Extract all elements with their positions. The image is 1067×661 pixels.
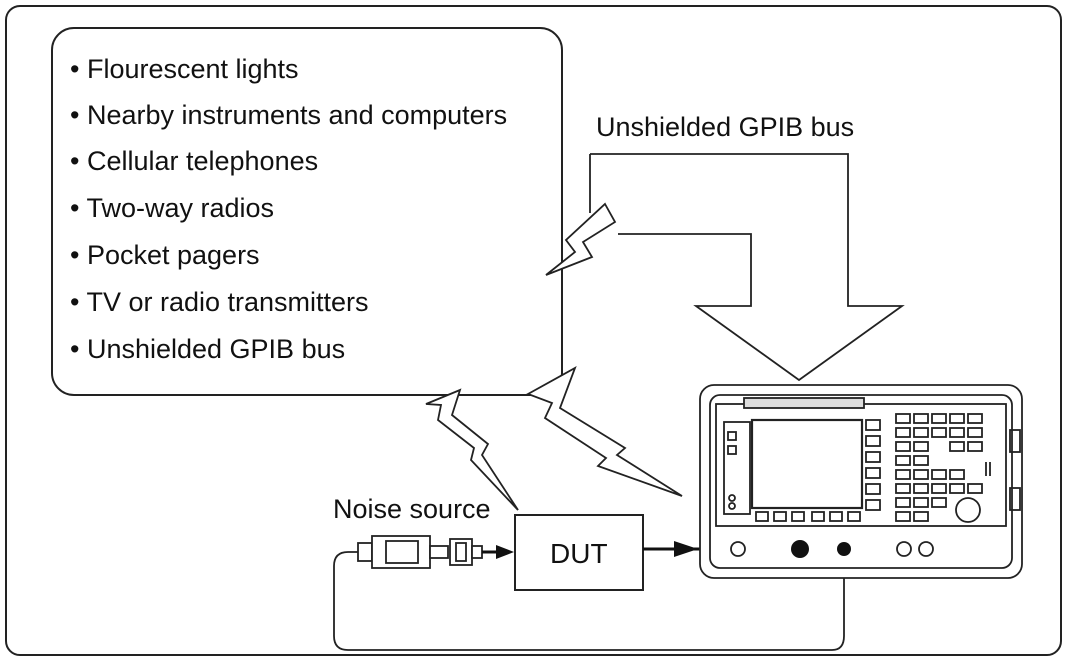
source-item: • Nearby instruments and computers [70,100,507,130]
rf-input-port [791,540,809,558]
lightning-analyzer-icon [525,366,683,497]
dut-box [514,514,644,591]
figure-border [5,5,1062,656]
dut-to-analyzer-arrowhead [674,541,698,557]
gpib-bus-label: Unshielded GPIB bus [596,112,854,142]
noise-drive-cable [333,550,845,651]
spectrum-analyzer [699,384,1023,579]
source-item: • Cellular telephones [70,146,318,176]
interference-sources-box [51,27,563,396]
noise-to-dut-arrowhead [496,545,514,559]
source-item: • TV or radio transmitters [70,287,369,317]
noise-source-device [357,535,483,569]
source-item: • Unshielded GPIB bus [70,334,345,364]
noise-source-drive-port [837,542,851,556]
source-item: • Flourescent lights [70,54,299,84]
source-item: • Pocket pagers [70,240,260,270]
interference-sources-list: • Flourescent lights • Nearby instrument… [70,54,507,364]
source-item: • Two-way radios [70,193,274,223]
gpib-bus-arrow [590,153,905,382]
dut-label: DUT [550,538,608,569]
lightning-gpib-icon [545,202,617,276]
lightning-dut-icon [425,388,519,511]
noise-source-label: Noise source [333,494,491,524]
